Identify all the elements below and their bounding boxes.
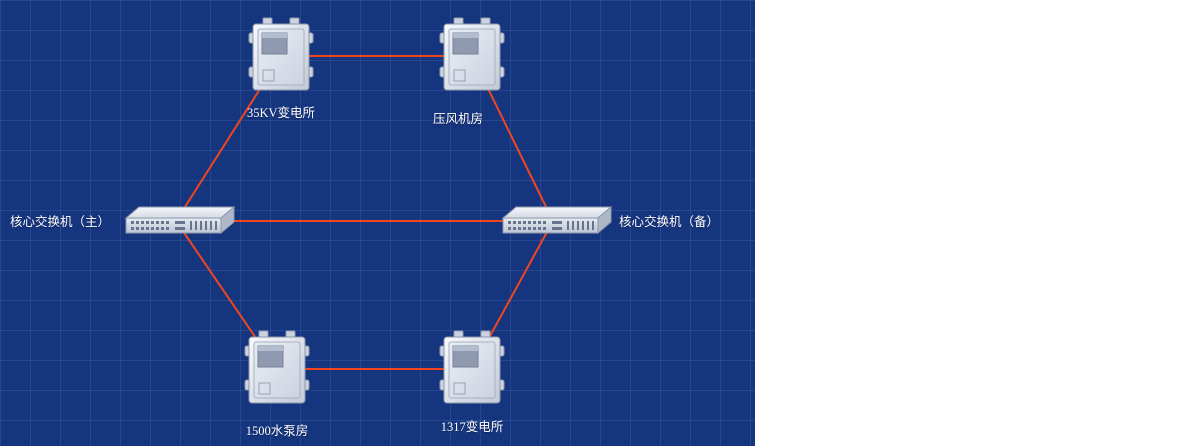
node-label-substation-1317: 1317变电所 — [440, 420, 504, 434]
cabinet-icon — [244, 330, 310, 408]
node-label-core-switch-backup: 核心交换机（备） — [619, 215, 720, 229]
cabinet-icon — [248, 17, 314, 95]
switch-icon — [117, 203, 236, 239]
node-substation-1317[interactable] — [439, 330, 505, 408]
node-pump-room-1500[interactable] — [244, 330, 310, 408]
switch-icon — [494, 203, 613, 239]
cabinet-icon — [439, 330, 505, 408]
node-label-air-compressor-room: 压风机房 — [432, 112, 484, 126]
node-substation-35kv[interactable] — [248, 17, 314, 95]
node-core-switch-backup[interactable] — [494, 203, 613, 239]
node-label-core-switch-primary: 核心交换机（主） — [9, 215, 110, 229]
links-layer — [175, 55, 554, 370]
topology-canvas: 35KV变电所 压风机房核心交换机（主） 核心交换机（备） 1500水泵房 1317变电… — [0, 0, 755, 446]
node-label-pump-room-1500: 1500水泵房 — [245, 424, 309, 438]
nodes-layer: 35KV变电所 压风机房核心交换机（主） 核心交换机（备） 1500水泵房 1317变电… — [9, 17, 720, 438]
node-label-substation-35kv: 35KV变电所 — [246, 106, 316, 120]
node-air-compressor-room[interactable] — [439, 17, 505, 95]
node-core-switch-primary[interactable] — [117, 203, 236, 239]
cabinet-icon — [439, 17, 505, 95]
